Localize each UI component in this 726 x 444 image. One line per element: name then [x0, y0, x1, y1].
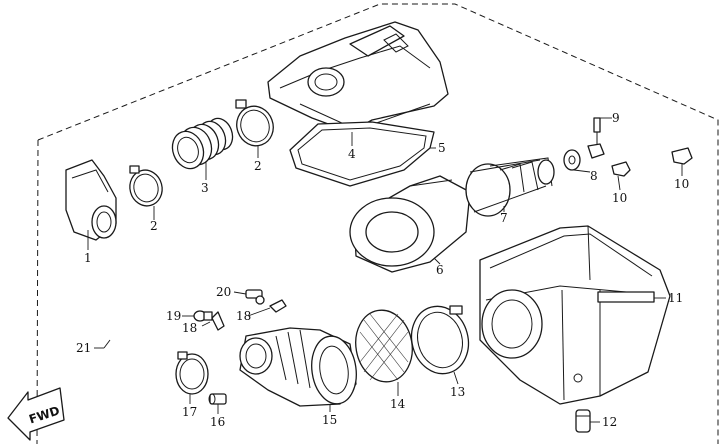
callout-5: 5 — [438, 141, 446, 155]
connector-20 — [245, 289, 265, 305]
callout-10b: 10 — [674, 177, 689, 191]
callout-17: 17 — [182, 405, 197, 419]
hose-clamp-lower — [129, 165, 163, 207]
callout-7: 7 — [500, 211, 508, 225]
filter-cage — [465, 157, 555, 217]
callout-4: 4 — [348, 147, 356, 161]
assembly-boundary — [36, 139, 39, 444]
callout-15: 15 — [322, 413, 337, 427]
drain-plug — [575, 409, 591, 433]
connecting-hose — [171, 117, 234, 170]
hose-clamp-upper — [235, 99, 274, 147]
plug-19 — [193, 310, 213, 322]
callout-11: 11 — [668, 291, 683, 305]
mesh-screen — [355, 309, 413, 383]
callout-1: 1 — [84, 251, 92, 265]
callout-13: 13 — [450, 385, 465, 399]
outlet-clamp — [175, 351, 209, 395]
forward-arrow: FWD — [7, 387, 65, 441]
callout-16: 16 — [210, 415, 225, 429]
callout-2a: 2 — [150, 219, 158, 233]
air-filter-element — [349, 175, 471, 273]
callout-8: 8 — [590, 169, 598, 183]
callout-10a: 10 — [612, 191, 627, 205]
box-clamp-band — [410, 305, 470, 375]
clip-18a — [211, 311, 225, 331]
callout-12: 12 — [602, 415, 617, 429]
intake-snorkel — [65, 159, 117, 241]
callout-6: 6 — [436, 263, 444, 277]
callout-20: 20 — [216, 285, 231, 299]
callout-2b: 2 — [254, 159, 262, 173]
air-box-cover — [267, 21, 449, 133]
callout-21: 21 — [76, 341, 91, 355]
callout-9: 9 — [612, 111, 620, 125]
callout-14: 14 — [390, 397, 406, 411]
clip-18b — [269, 299, 287, 313]
washer — [563, 149, 581, 171]
air-box — [479, 225, 671, 405]
spring-clip-a — [611, 161, 631, 177]
callout-18a: 18 — [182, 321, 197, 335]
outlet-elbow-hose — [239, 327, 357, 407]
callout-19: 19 — [166, 309, 181, 323]
callout-18b: 18 — [236, 309, 251, 323]
spring-clip-b — [671, 147, 693, 165]
breather-fitting — [208, 393, 227, 405]
bolt — [587, 117, 605, 159]
assembly-boundary-top — [37, 3, 719, 444]
callout-3: 3 — [201, 181, 209, 195]
leader-lines — [87, 117, 683, 423]
